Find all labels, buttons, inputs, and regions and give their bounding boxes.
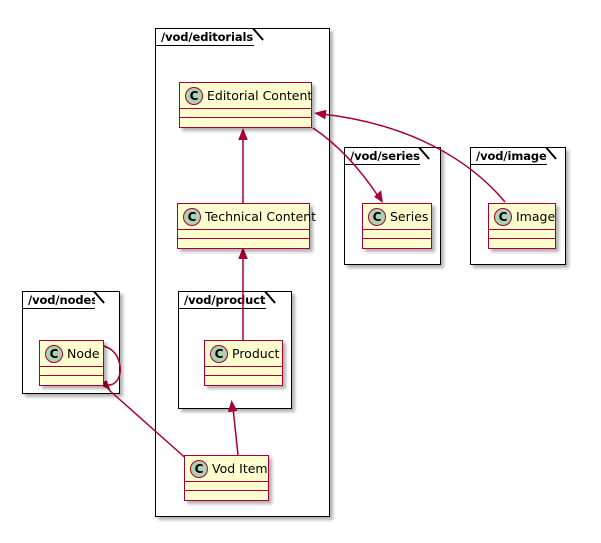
- package-images-label: /vod/images: [476, 149, 554, 163]
- class-icon-circle: C: [183, 207, 201, 226]
- class-node[interactable]: C Node: [39, 340, 104, 386]
- class-methods-compartment: [180, 118, 311, 127]
- class-attributes-compartment: [205, 367, 282, 376]
- class-icon-circle: C: [210, 344, 228, 363]
- class-product[interactable]: C Product: [204, 340, 283, 386]
- package-editorials-label: /vod/editorials: [161, 30, 254, 44]
- class-node-name: Node: [67, 346, 100, 361]
- package-editorials-tab: /vod/editorials: [156, 29, 265, 46]
- class-methods-compartment: [178, 239, 309, 248]
- package-nodes-label: /vod/nodes: [28, 293, 98, 307]
- class-icon-circle: C: [190, 459, 208, 478]
- class-vod-item[interactable]: C Vod Item: [184, 455, 269, 501]
- class-editorial-content-name: Editorial Content: [207, 88, 313, 103]
- class-attributes-compartment: [185, 482, 268, 491]
- class-series-name: Series: [390, 209, 429, 224]
- class-vod-item-name: Vod Item: [212, 461, 268, 476]
- class-series-header: C Series: [363, 204, 431, 230]
- class-image-name: Image: [516, 209, 556, 224]
- class-methods-compartment: [40, 376, 103, 385]
- class-product-header: C Product: [205, 341, 282, 367]
- package-products-label: /vod/products: [184, 293, 273, 307]
- package-series-label: /vod/series: [350, 149, 420, 163]
- class-editorial-content-header: C Editorial Content: [180, 83, 313, 109]
- class-attributes-compartment: [180, 109, 311, 118]
- class-icon-circle: C: [185, 86, 203, 105]
- class-methods-compartment: [205, 376, 282, 385]
- class-methods-compartment: [185, 491, 268, 500]
- class-icon-circle: C: [494, 207, 512, 226]
- package-series-tab: /vod/series: [345, 148, 431, 165]
- class-attributes-compartment: [489, 230, 555, 239]
- class-methods-compartment: [489, 239, 555, 248]
- class-attributes-compartment: [40, 367, 103, 376]
- class-methods-compartment: [363, 239, 431, 248]
- class-series[interactable]: C Series: [362, 203, 432, 249]
- class-node-header: C Node: [40, 341, 103, 367]
- class-technical-content[interactable]: C Technical Content: [177, 203, 316, 249]
- package-products-tab: /vod/products: [179, 292, 277, 309]
- class-attributes-compartment: [363, 230, 431, 239]
- class-image[interactable]: C Image: [488, 203, 556, 249]
- class-editorial-content[interactable]: C Editorial Content: [179, 82, 312, 128]
- class-product-name: Product: [232, 346, 280, 361]
- class-attributes-compartment: [178, 230, 309, 239]
- package-images-tab: /vod/images: [471, 148, 558, 165]
- class-image-header: C Image: [489, 204, 555, 230]
- class-technical-content-header: C Technical Content: [178, 204, 316, 230]
- package-nodes-tab: /vod/nodes: [23, 292, 106, 309]
- class-vod-item-header: C Vod Item: [185, 456, 268, 482]
- class-icon-circle: C: [45, 344, 63, 363]
- class-technical-content-name: Technical Content: [205, 209, 317, 224]
- class-icon-circle: C: [368, 207, 386, 226]
